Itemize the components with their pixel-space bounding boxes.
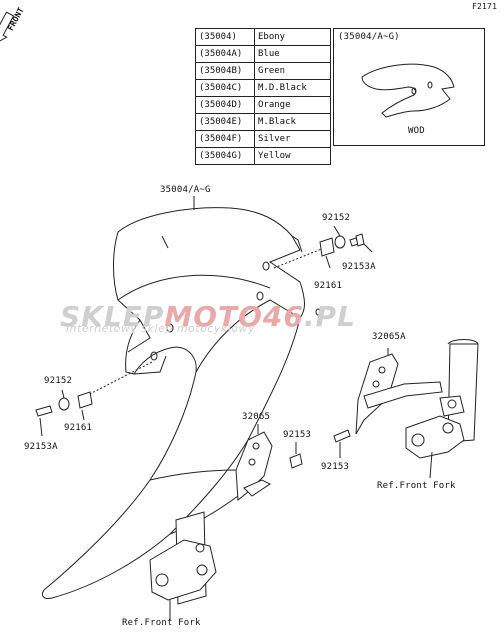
label-bolt-left: 92153A bbox=[24, 442, 58, 452]
label-bracket-left: 32065 bbox=[242, 412, 271, 422]
color-code-cell: (35004C) bbox=[195, 79, 255, 97]
right-fork-drawing bbox=[405, 339, 479, 479]
watermark: SKLEPMOTO46.PL bbox=[60, 300, 356, 333]
color-code-cell: (35004D) bbox=[195, 96, 255, 114]
label-fender: 35004/A~G bbox=[160, 185, 211, 195]
left-hardware-drawing bbox=[35, 361, 153, 437]
color-code-table: (35004)Ebony(35004A)Blue(35004B)Green(35… bbox=[195, 28, 331, 165]
color-name-cell: Yellow bbox=[254, 147, 331, 165]
color-table-row: (35004G)Yellow bbox=[195, 147, 331, 165]
color-name-cell: Orange bbox=[254, 96, 331, 114]
color-code-cell: (35004) bbox=[195, 28, 255, 46]
color-name-cell: M.D.Black bbox=[254, 79, 331, 97]
label-ref-fork-right: Ref.Front Fork bbox=[377, 481, 456, 491]
color-name-cell: Green bbox=[254, 62, 331, 80]
color-name-cell: M.Black bbox=[254, 113, 331, 131]
color-code-cell: (35004F) bbox=[195, 130, 255, 148]
color-name-cell: Ebony bbox=[254, 28, 331, 46]
inset-fender-drawing bbox=[361, 63, 455, 118]
color-table-row: (35004C)M.D.Black bbox=[195, 79, 331, 97]
label-ref-fork-left: Ref.Front Fork bbox=[122, 618, 201, 628]
label-damper-left: 92161 bbox=[64, 423, 93, 433]
color-name-cell: Blue bbox=[254, 45, 331, 63]
color-table-row: (35004)Ebony bbox=[195, 28, 331, 46]
color-table-row: (35004E)M.Black bbox=[195, 113, 331, 131]
color-code-cell: (35004G) bbox=[195, 147, 255, 165]
inset-caption: WOD bbox=[408, 126, 425, 136]
color-table-row: (35004D)Orange bbox=[195, 96, 331, 114]
front-fender-drawing bbox=[41, 207, 321, 599]
label-collar-top: 92152 bbox=[322, 213, 351, 223]
color-name-cell: Silver bbox=[254, 130, 331, 148]
diagram-code: F2171 bbox=[472, 2, 498, 11]
color-table-row: (35004A)Blue bbox=[195, 45, 331, 63]
color-code-cell: (35004A) bbox=[195, 45, 255, 63]
color-table-row: (35004F)Silver bbox=[195, 130, 331, 148]
right-bracket-drawing bbox=[333, 348, 443, 458]
color-code-cell: (35004B) bbox=[195, 62, 255, 80]
left-bracket-drawing bbox=[235, 424, 303, 501]
watermark-brand-part3: .PL bbox=[303, 300, 356, 333]
watermark-brand-part2: MOTO46 bbox=[164, 300, 304, 333]
color-table-row: (35004B)Green bbox=[195, 62, 331, 80]
label-bolt-right: 92153 bbox=[321, 462, 350, 472]
label-bracket-right: 32065A bbox=[372, 332, 406, 342]
front-direction-arrow bbox=[0, 11, 15, 45]
color-code-cell: (35004E) bbox=[195, 113, 255, 131]
label-bolt-center: 92153 bbox=[283, 430, 312, 440]
watermark-tagline: internetowy sklep motocyklowy bbox=[66, 322, 256, 335]
inset-variant-box: (35004/A~G) WOD bbox=[333, 28, 485, 146]
watermark-brand-part1: SKLEP bbox=[60, 300, 165, 333]
label-damper-top: 92161 bbox=[314, 281, 343, 291]
label-collar-left: 92152 bbox=[44, 376, 73, 386]
left-fork-drawing bbox=[149, 511, 217, 620]
label-bolt-top: 92153A bbox=[342, 262, 376, 272]
top-hardware-drawing bbox=[273, 225, 373, 269]
inset-title: (35004/A~G) bbox=[338, 32, 400, 42]
